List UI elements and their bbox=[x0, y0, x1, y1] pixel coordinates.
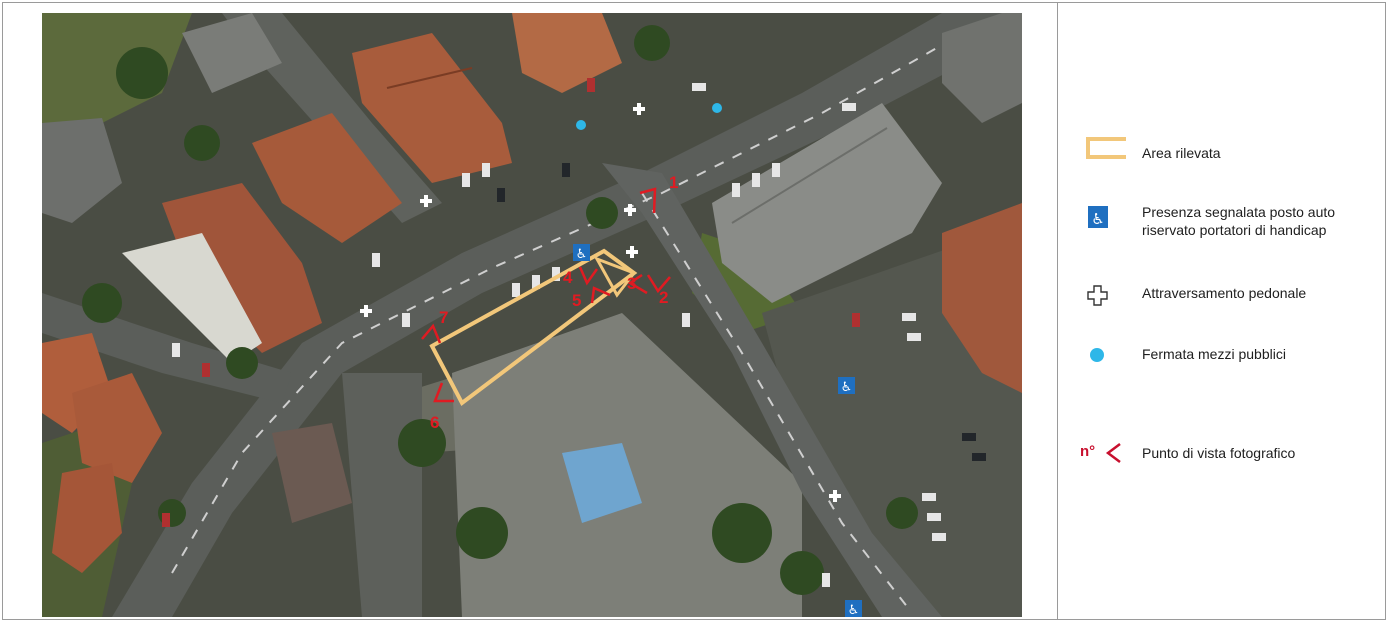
legend-item-crossing: Attraversamento pedonale bbox=[1078, 280, 1383, 310]
legend-item-area: Area rilevata bbox=[1078, 130, 1383, 161]
legend-label-handicap-2: riservato portatori di handicap bbox=[1142, 222, 1327, 238]
viewpoint-angle-6 bbox=[433, 382, 454, 403]
circle-icon bbox=[1078, 340, 1118, 370]
crossing-marker bbox=[624, 204, 636, 216]
viewpoint-angle-7 bbox=[421, 323, 442, 344]
bus-stop-marker bbox=[712, 103, 722, 113]
wheelchair-icon: ♿ bbox=[1078, 200, 1118, 230]
legend-label-viewpoint: Punto di vista fotografico bbox=[1142, 445, 1296, 461]
viewpoint-angle-1 bbox=[639, 187, 657, 214]
legend-label-area: Area rilevata bbox=[1142, 145, 1221, 161]
viewpoint-angle-5 bbox=[590, 286, 611, 304]
aerial-map-canvas: ♿ ♿ ♿ bbox=[42, 13, 1022, 617]
crossing-marker bbox=[420, 195, 432, 207]
legend-item-viewpoint: n° Punto di vista fotografico bbox=[1078, 438, 1383, 468]
legend-item-bus-stop: Fermata mezzi pubblici bbox=[1078, 340, 1383, 370]
crossing-marker bbox=[829, 490, 841, 502]
handicap-sign: ♿ bbox=[573, 244, 590, 262]
legend-label-crossing: Attraversamento pedonale bbox=[1142, 285, 1307, 301]
viewpoint-label: 5 bbox=[572, 291, 581, 310]
aerial-map[interactable]: ♿ ♿ ♿ bbox=[42, 13, 1022, 617]
crossing-marker bbox=[626, 246, 638, 258]
svg-text:♿: ♿ bbox=[576, 247, 588, 262]
crossing-marker bbox=[360, 305, 372, 317]
viewpoint-label: 1 bbox=[669, 173, 678, 192]
viewpoint-label: 2 bbox=[659, 288, 668, 307]
viewpoint-angle-4 bbox=[578, 266, 599, 286]
svg-text:♿: ♿ bbox=[1091, 210, 1104, 228]
viewpoint-label: 6 bbox=[430, 413, 439, 432]
legend-divider bbox=[1057, 2, 1058, 620]
area-swatch-icon bbox=[1078, 130, 1130, 160]
viewpoint-angle-2 bbox=[646, 274, 671, 294]
bus-stop-marker bbox=[576, 120, 586, 130]
viewpoint-label: 3 bbox=[627, 274, 636, 293]
svg-text:♿: ♿ bbox=[848, 603, 860, 617]
legend-label-handicap-1: Presenza segnalata posto auto bbox=[1142, 204, 1336, 220]
viewpoint-angle-3 bbox=[627, 273, 648, 295]
legend-item-handicap: ♿ Presenza segnalata posto auto riservat… bbox=[1078, 200, 1383, 240]
viewpoint-symbol-text: n° bbox=[1080, 443, 1095, 460]
view-angle-icon: n° bbox=[1078, 438, 1128, 468]
viewpoint-label: 7 bbox=[439, 308, 448, 327]
legend-label-bus-stop: Fermata mezzi pubblici bbox=[1142, 346, 1286, 362]
handicap-sign: ♿ bbox=[845, 600, 862, 617]
viewpoint-label: 4 bbox=[563, 268, 573, 287]
svg-text:♿: ♿ bbox=[841, 380, 853, 395]
crossing-marker bbox=[633, 103, 645, 115]
cross-outline-icon bbox=[1078, 280, 1118, 310]
handicap-sign: ♿ bbox=[838, 377, 855, 395]
